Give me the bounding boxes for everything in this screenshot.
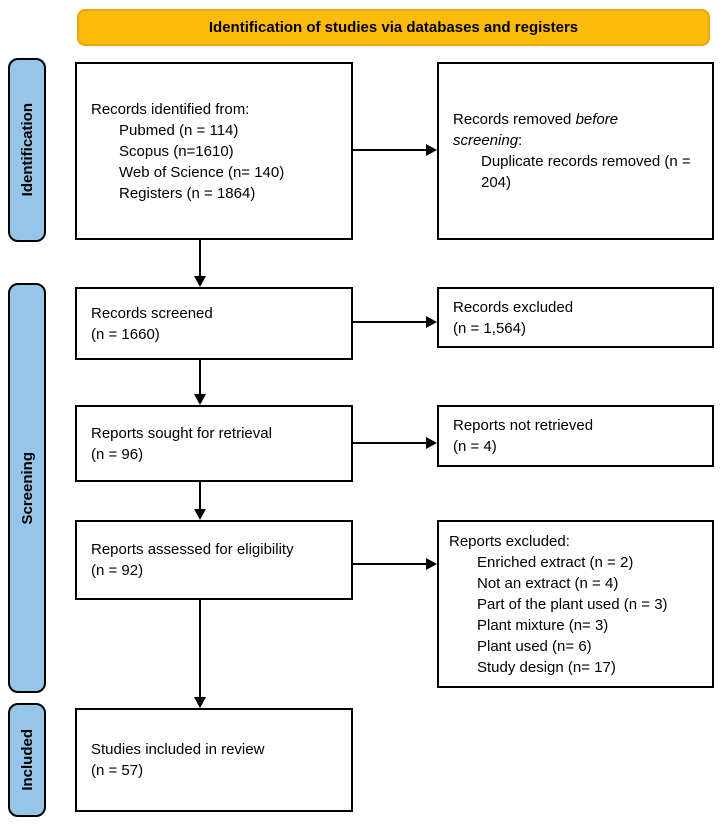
stage-included-label: Included [18,729,36,791]
box-studies-included: Studies included in review (n = 57) [75,708,353,812]
arrow-line [199,600,201,699]
box-records-removed-title: Records removed before screening: [453,109,638,151]
box-reports-not-retrieved: Reports not retrieved (n = 4) [437,405,714,467]
box-reports-excluded: Reports excluded: Enriched extract (n = … [437,520,714,688]
reports-excluded-item: Part of the plant used (n = 3) [477,595,668,613]
records-removed-title-plain: Records removed [453,111,576,128]
reports-assessed-label: Reports assessed for eligibility [91,541,294,558]
reports-sought-label: Reports sought for retrieval [91,424,272,442]
arrow-screened-to-excluded [353,316,437,328]
stage-screening-label: Screening [18,451,36,525]
reports-assessed-count: (n = 92) [91,562,144,579]
records-screened-label: Records screened [91,304,213,322]
arrow-sought-to-assessed [194,482,206,520]
studies-included-count: (n = 57) [91,762,144,779]
arrow-line [199,360,201,396]
arrow-line [199,240,201,278]
stage-identification: Identification [8,58,46,242]
stage-identification-label: Identification [18,103,36,197]
arrow-head-down-icon [194,394,206,405]
records-removed-item: Duplicate records removed (n = 204) [481,153,691,191]
reports-excluded-item: Enriched extract (n = 2) [477,553,634,571]
arrow-head-down-icon [194,509,206,520]
arrow-identified-to-screened [194,240,206,287]
stage-included: Included [8,703,46,817]
box-records-screened: Records screened (n = 1660) [75,287,353,360]
studies-included-label: Studies included in review [91,741,265,758]
records-removed-title-italic: before screening [453,111,619,149]
arrow-head-right-icon [426,437,437,449]
records-identified-item: Scopus (n=1610) [119,142,234,160]
box-records-identified-title: Records identified from: [91,100,250,118]
records-excluded-count: (n = 1,564) [453,319,526,337]
reports-not-retrieved-label: Reports not retrieved [453,417,594,434]
box-reports-assessed: Reports assessed for eligibility (n = 92… [75,520,353,600]
arrow-line [199,482,201,511]
stage-screening: Screening [8,283,46,693]
arrow-head-down-icon [194,697,206,708]
arrow-line [353,149,428,151]
banner: Identification of studies via databases … [77,9,710,46]
reports-excluded-item: Plant mixture (n= 3) [477,616,609,634]
arrow-identified-to-removed [353,144,437,156]
banner-label: Identification of studies via databases … [208,19,579,36]
reports-not-retrieved-count: (n = 4) [453,438,497,455]
arrow-assessed-to-reports-excluded [353,558,437,570]
records-identified-item: Registers (n = 1864) [119,184,256,202]
arrow-line [353,442,428,444]
reports-excluded-item: Not an extract (n = 4) [477,574,619,592]
arrow-screened-to-sought [194,360,206,405]
arrow-head-right-icon [426,316,437,328]
reports-excluded-item: Plant used (n= 6) [477,637,592,655]
arrow-line [353,321,428,323]
arrow-head-right-icon [426,558,437,570]
records-screened-count: (n = 1660) [91,325,160,343]
records-removed-title-colon: : [518,132,523,149]
records-excluded-label: Records excluded [453,298,574,316]
box-records-excluded: Records excluded (n = 1,564) [437,287,714,348]
reports-excluded-title: Reports excluded: [449,532,570,550]
records-identified-item: Web of Science (n= 140) [119,163,285,181]
box-records-removed: Records removed before screening: Duplic… [437,62,714,240]
arrow-head-down-icon [194,276,206,287]
records-identified-item: Pubmed (n = 114) [119,121,239,139]
arrow-head-right-icon [426,144,437,156]
arrow-sought-to-not-retrieved [353,437,437,449]
box-records-identified: Records identified from: Pubmed (n = 114… [75,62,353,240]
reports-excluded-item: Study design (n= 17) [477,658,616,676]
arrow-line [353,563,428,565]
box-reports-sought: Reports sought for retrieval (n = 96) [75,405,353,482]
arrow-assessed-to-included [194,600,206,708]
reports-sought-count: (n = 96) [91,445,144,463]
